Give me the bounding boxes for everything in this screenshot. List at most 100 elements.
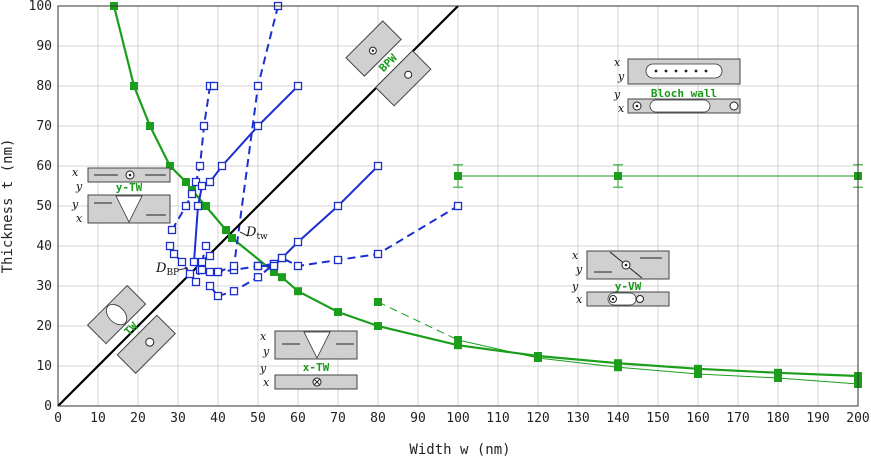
data-point: [253, 121, 263, 131]
data-point: [181, 201, 191, 211]
x-tick-label: 120: [526, 411, 549, 426]
data-point: [197, 265, 207, 275]
svg-text:x: x: [72, 166, 79, 179]
x-tick-label: 30: [170, 411, 186, 426]
data-point: [193, 201, 203, 211]
data-point: [293, 237, 303, 247]
y-tick-label: 10: [36, 359, 52, 374]
data-point: [453, 201, 463, 211]
x-tick-label: 170: [726, 411, 749, 426]
data-point: [165, 241, 175, 251]
data-point: [373, 249, 383, 259]
svg-text:y: y: [575, 263, 583, 276]
data-point: [294, 287, 302, 296]
data-point: [205, 267, 215, 277]
x-tick-label: 20: [130, 411, 146, 426]
data-point: [454, 172, 462, 180]
y-tick-label: 60: [36, 159, 52, 174]
svg-text:DBP: DBP: [155, 261, 179, 278]
data-point: [167, 225, 177, 235]
svg-text:x: x: [576, 293, 583, 306]
x-tick-label: 50: [250, 411, 266, 426]
x-tick-label: 40: [210, 411, 226, 426]
svg-text:x: x: [614, 56, 621, 69]
svg-text:x: x: [260, 330, 267, 343]
data-point: [277, 253, 287, 263]
svg-text:y: y: [75, 180, 83, 193]
data-point: [253, 261, 263, 271]
data-point: [213, 291, 223, 301]
x-tick-label: 90: [410, 411, 426, 426]
x-tick-label: 130: [566, 411, 589, 426]
data-point: [130, 82, 138, 90]
data-point: [614, 363, 622, 372]
data-point: [191, 277, 201, 287]
y-tick-label: 90: [36, 39, 52, 54]
x-tick-label: 60: [290, 411, 306, 426]
data-point: [209, 81, 219, 91]
y-tick-label: 80: [36, 79, 52, 94]
series-line: [112, 5, 859, 378]
svg-text:x: x: [263, 376, 270, 389]
data-point: [373, 161, 383, 171]
data-point: [199, 121, 209, 131]
y-tick-label: 0: [44, 399, 52, 414]
data-point: [374, 298, 382, 306]
data-point: [534, 354, 542, 362]
data-point: [222, 226, 230, 234]
svg-text:x: x: [618, 102, 625, 115]
svg-text:x: x: [572, 249, 579, 262]
data-point: [293, 81, 303, 91]
x-axis-label: Width w (nm): [409, 442, 510, 458]
data-point: [205, 251, 215, 261]
x-tick-label: 160: [686, 411, 709, 426]
x-tick-label: 180: [766, 411, 789, 426]
inset-bpw: BPW: [345, 20, 432, 107]
x-tick-label: 200: [846, 411, 869, 426]
x-tick-label: 110: [486, 411, 509, 426]
plot-frame: [57, 5, 859, 407]
inset-tw: TW: [86, 284, 176, 374]
y-tick-label: 40: [36, 239, 52, 254]
x-tick-label: 80: [370, 411, 386, 426]
y-axis-label: Thickness t (nm): [0, 139, 16, 274]
data-point: [229, 287, 239, 296]
svg-text:y: y: [262, 345, 270, 358]
svg-text:y: y: [617, 70, 625, 83]
data-point: [205, 177, 215, 187]
x-tick-label: 140: [606, 411, 629, 426]
data-point: [217, 161, 227, 171]
svg-text:x: x: [76, 212, 83, 225]
inset-label-y-tw: y-TW: [116, 181, 143, 194]
series-line: [377, 301, 459, 341]
data-point: [253, 81, 263, 91]
data-point: [774, 368, 782, 377]
svg-text:y: y: [71, 198, 79, 211]
data-point: [182, 178, 190, 186]
inset-y-vw: y-VW x y y x: [571, 249, 670, 307]
annotation-dbp: DBP: [155, 261, 189, 278]
data-point: [614, 172, 622, 180]
series-line: [457, 339, 859, 385]
data-point: [228, 234, 236, 242]
data-point: [205, 281, 215, 291]
data-point: [195, 161, 205, 171]
data-point: [253, 273, 263, 282]
data-point: [270, 268, 278, 276]
data-point: [202, 202, 210, 210]
data-point: [333, 201, 343, 211]
x-tick-label: 10: [90, 411, 106, 426]
inset-label-x-tw: x-TW: [303, 361, 330, 374]
inset-y-tw: y-TW x y y x: [71, 166, 171, 225]
x-tick-label: 190: [806, 411, 829, 426]
y-tick-label: 50: [36, 199, 52, 214]
data-point: [694, 364, 702, 373]
x-tick-label: 150: [646, 411, 669, 426]
data-point: [454, 336, 462, 344]
y-tick-label: 70: [36, 119, 52, 134]
series-line: [258, 165, 379, 267]
data-point: [146, 122, 154, 130]
data-point: [197, 257, 207, 267]
